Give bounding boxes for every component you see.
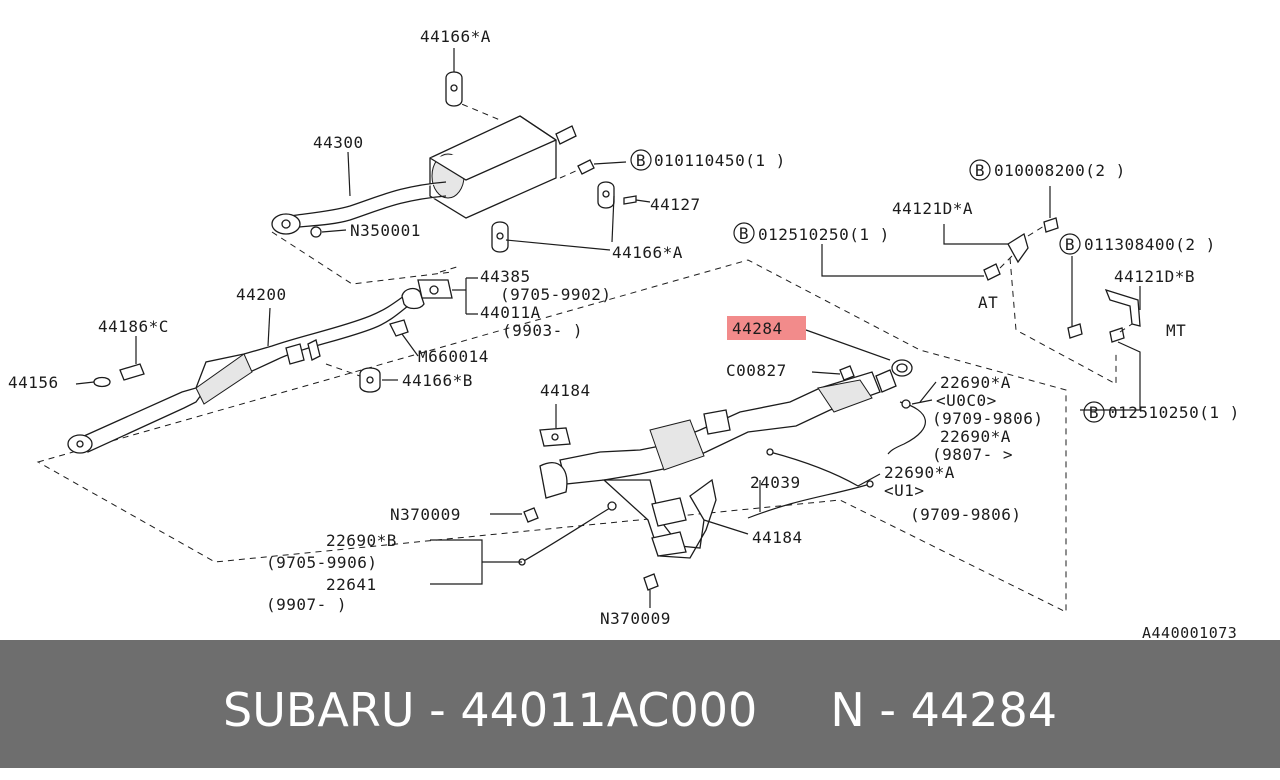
circled-b-2: B	[975, 161, 985, 180]
part-number-banner: SUBARU - 44011AC000 N - 44284	[0, 640, 1280, 768]
label-012510250-right: 012510250(1 )	[1108, 403, 1240, 422]
label-22641: 22641	[326, 575, 377, 594]
bracket-44121db	[1104, 286, 1141, 327]
label-M660014: M660014	[418, 347, 489, 366]
bolt-M660014	[389, 319, 419, 357]
circled-b-3: B	[739, 224, 749, 243]
label-MT: MT	[1166, 321, 1186, 340]
label-22690a-2: 22690*A	[940, 427, 1011, 446]
gasket-44284	[805, 329, 913, 377]
label-44166a-bottom: 44166*A	[612, 243, 683, 262]
circled-b-5: B	[1089, 403, 1099, 422]
label-9705-9902: (9705-9902)	[500, 285, 611, 304]
oxygen-sensor-24039	[747, 480, 874, 519]
nut-N370009-bottom	[643, 573, 659, 608]
diagram-code: A440001073	[1142, 624, 1237, 640]
label-C00827: C00827	[726, 361, 787, 380]
label-9709-9806-b: (9709-9806)	[910, 505, 1021, 524]
rear-muffler	[271, 115, 577, 235]
spring-44156	[75, 376, 111, 388]
label-9705-9906: (9705-9906)	[266, 553, 377, 572]
dashed-outline-main	[36, 259, 1067, 613]
label-24039: 24039	[750, 473, 801, 492]
label-44184-bottom: 44184	[752, 528, 803, 547]
front-exhaust-pipe	[539, 369, 897, 559]
label-44127: 44127	[650, 195, 701, 214]
hanger-rubber-44166b	[325, 363, 398, 393]
exhaust-parts-diagram: B B B B B 44166*A 44300 010110450(1 ) 44…	[8, 27, 1240, 640]
hanger-rubber-bottom	[491, 221, 611, 253]
label-44121db: 44121D*B	[1114, 267, 1195, 286]
label-44300: 44300	[313, 133, 364, 152]
label-44186c: 44186*C	[98, 317, 169, 336]
label-9709-9806-a: (9709-9806)	[932, 409, 1043, 428]
label-22690a-1: 22690*A	[940, 373, 1011, 392]
circled-b-1: B	[636, 151, 646, 170]
oxygen-sensor-44186c	[119, 336, 145, 381]
label-U1: <U1>	[884, 481, 925, 500]
label-44011A: 44011A	[480, 303, 541, 322]
circled-b-4: B	[1065, 235, 1075, 254]
label-012510250-left: 012510250(1 )	[758, 225, 890, 244]
label-011308400: 011308400(2 )	[1084, 235, 1216, 254]
nut-N350001	[310, 226, 347, 238]
label-AT: AT	[978, 293, 998, 312]
label-44121da: 44121D*A	[892, 199, 973, 218]
label-44166a-top: 44166*A	[420, 27, 491, 46]
label-U0C0: <U0C0>	[936, 391, 997, 410]
label-22690b: 22690*B	[326, 531, 397, 550]
nut-C00827	[811, 365, 855, 381]
label-9807: (9807- >	[932, 445, 1013, 464]
bracket-44121da	[943, 186, 1059, 264]
label-9903: (9903- )	[502, 321, 583, 340]
bolt-012510250-at	[821, 244, 1013, 281]
label-9907: (9907- )	[266, 595, 347, 614]
oxygen-sensor-22690a-1	[887, 381, 937, 455]
label-44284: 44284	[732, 319, 783, 338]
label-22690a-3: 22690*A	[884, 463, 955, 482]
label-44385: 44385	[480, 267, 531, 286]
gasket-44184-top	[539, 404, 571, 447]
bolt-012510250-mt	[1080, 323, 1141, 411]
label-N370009-left: N370009	[390, 505, 461, 524]
oxygen-sensor-22690b	[430, 501, 617, 585]
nut-N370009-left	[490, 507, 539, 523]
oxygen-sensor-22690a-2	[766, 448, 881, 487]
hanger-rubber-44127	[597, 181, 651, 209]
label-44200: 44200	[236, 285, 287, 304]
label-N350001: N350001	[350, 221, 421, 240]
label-44184-top: 44184	[540, 381, 591, 400]
center-exhaust-pipe	[67, 287, 425, 454]
label-44156: 44156	[8, 373, 59, 392]
hanger-rubber-top	[445, 48, 463, 107]
highlight-44284	[727, 316, 806, 340]
label-010110450: 010110450(1 )	[654, 151, 786, 170]
label-44166b: 44166*B	[402, 371, 473, 390]
circled-b-markers	[630, 149, 1105, 423]
dashed-outline-bracket	[1009, 257, 1117, 385]
bolt-010110450	[559, 159, 627, 179]
label-010008200: 010008200(2 )	[994, 161, 1126, 180]
gasket-44385	[417, 265, 478, 315]
part-number-text: SUBARU - 44011AC000 N - 44284	[223, 683, 1057, 737]
label-N370009-bottom: N370009	[600, 609, 671, 628]
bolt-011308400	[1067, 256, 1083, 339]
